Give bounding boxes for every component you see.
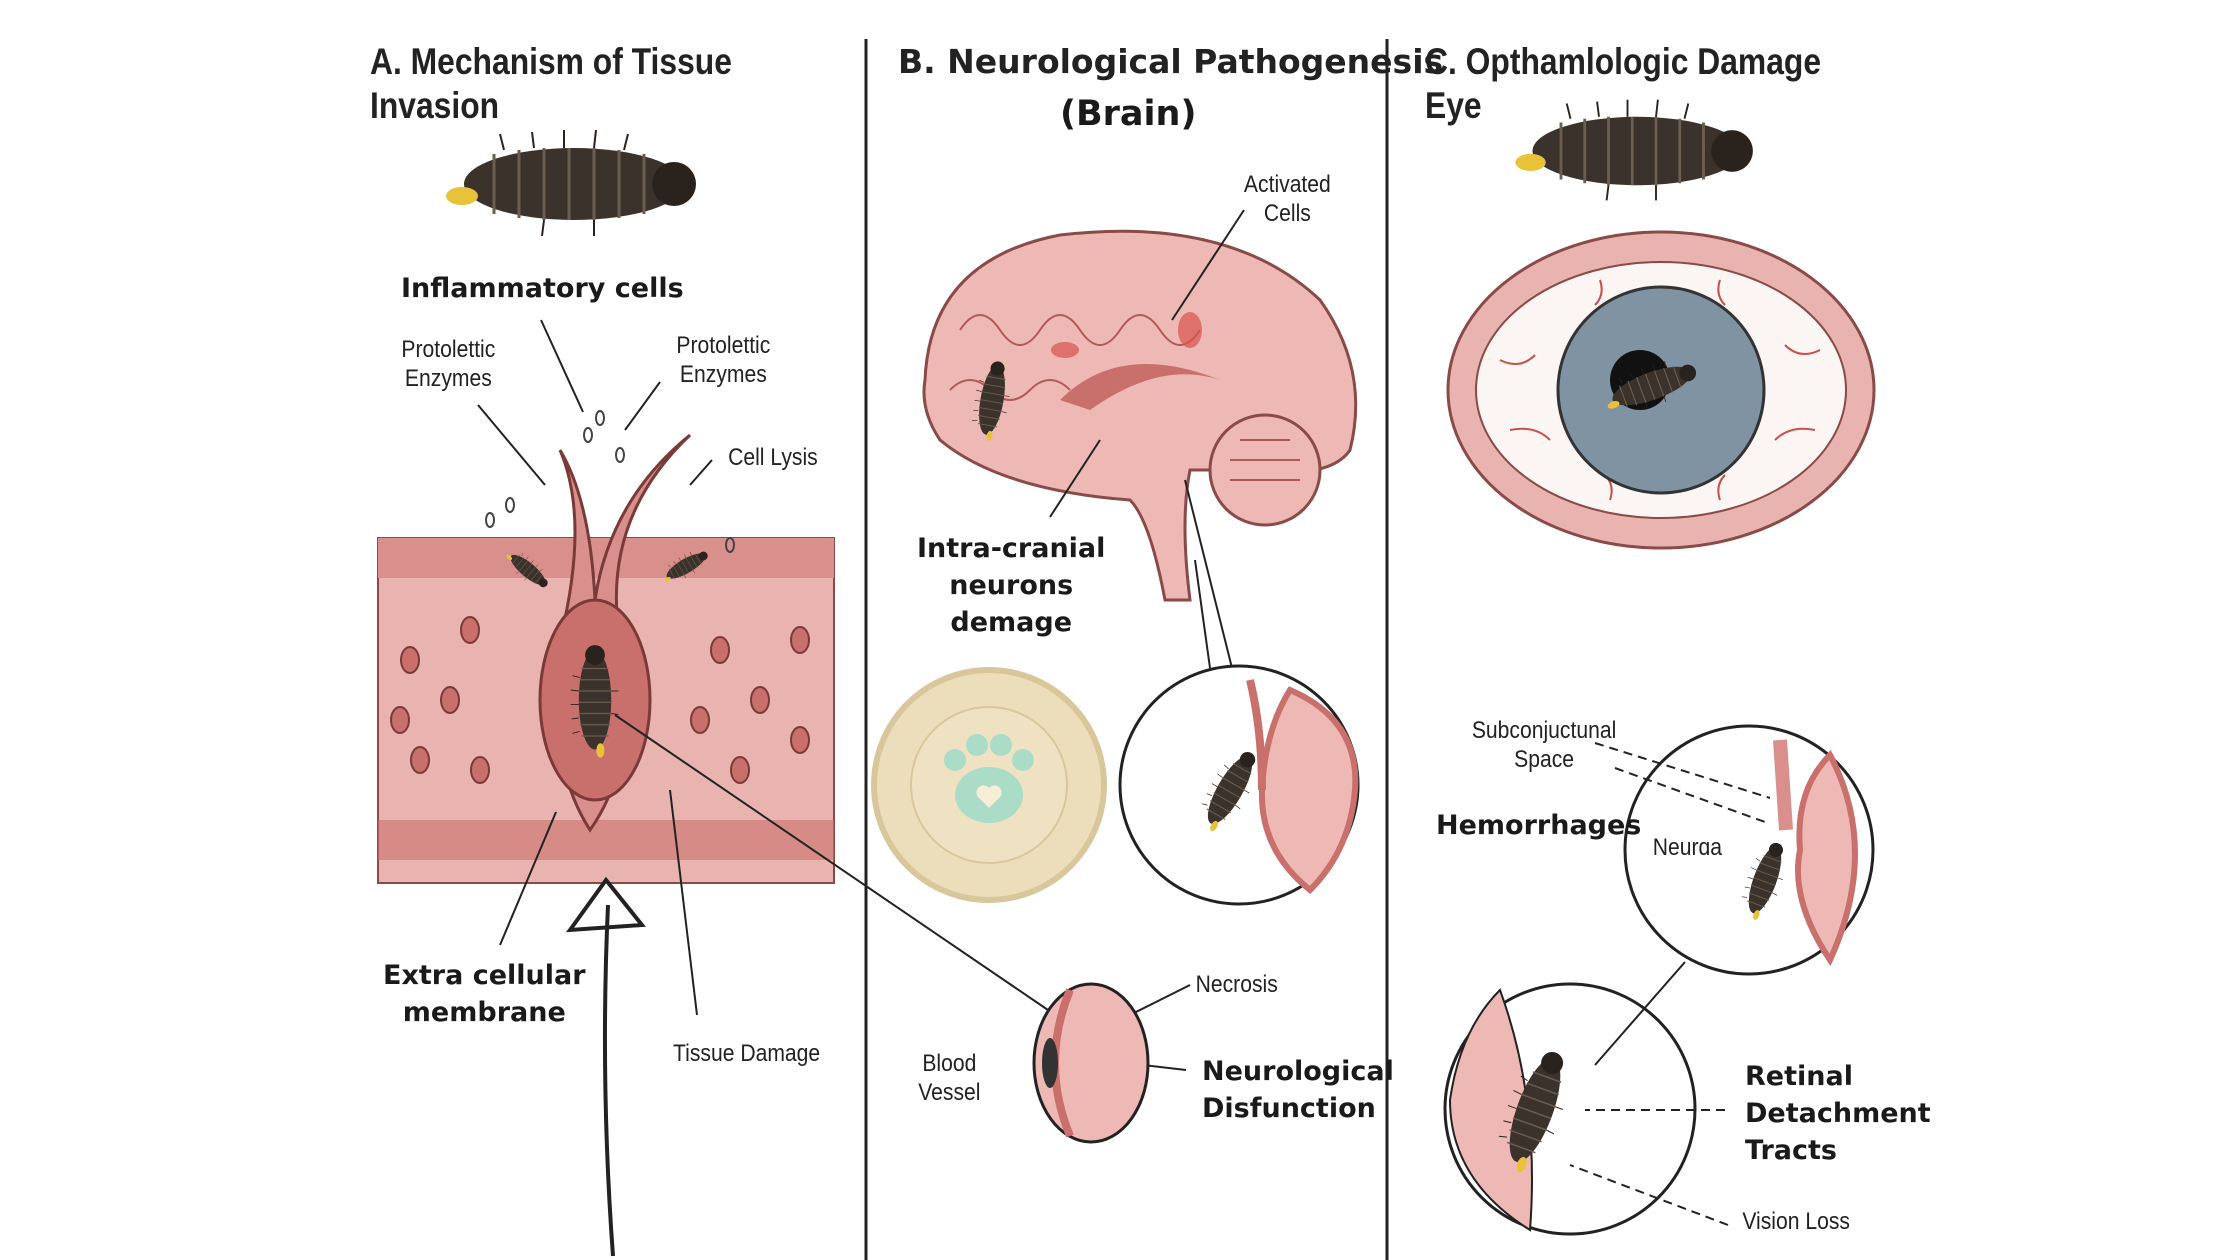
callout-arrows <box>477 319 1049 1016</box>
panel-b-subtitle: (Brain) <box>1060 94 1197 134</box>
blood-vessel <box>1032 982 1150 1144</box>
label-necrosis: Necrosis <box>1195 971 1278 998</box>
tissue-section <box>377 433 835 884</box>
larva-a <box>444 128 698 238</box>
eye <box>1446 230 1876 550</box>
entry-arrow <box>565 876 646 1257</box>
eye-zoom-circle-2 <box>1443 982 1697 1236</box>
inflammatory-cells <box>485 410 735 553</box>
eye-zoom-circle-1 <box>1623 724 1875 976</box>
label-tissue-damage: Tissue Damage <box>673 1040 821 1067</box>
label-neuroa: Neurɑa <box>1652 834 1722 861</box>
label-vision-loss: Vision Loss <box>1742 1208 1850 1235</box>
label-cell-lysis: Cell Lysis <box>728 444 818 471</box>
label-inflammatory-cells: Inflammatory cells <box>401 273 684 304</box>
brain <box>922 229 1358 602</box>
watermark <box>871 667 1107 903</box>
panel-b-title: B. Neurological Pathogenesis <box>898 42 1444 81</box>
paw-heart-icon <box>944 734 1034 823</box>
label-hemorrhages: Hemorrhages <box>1436 810 1642 841</box>
